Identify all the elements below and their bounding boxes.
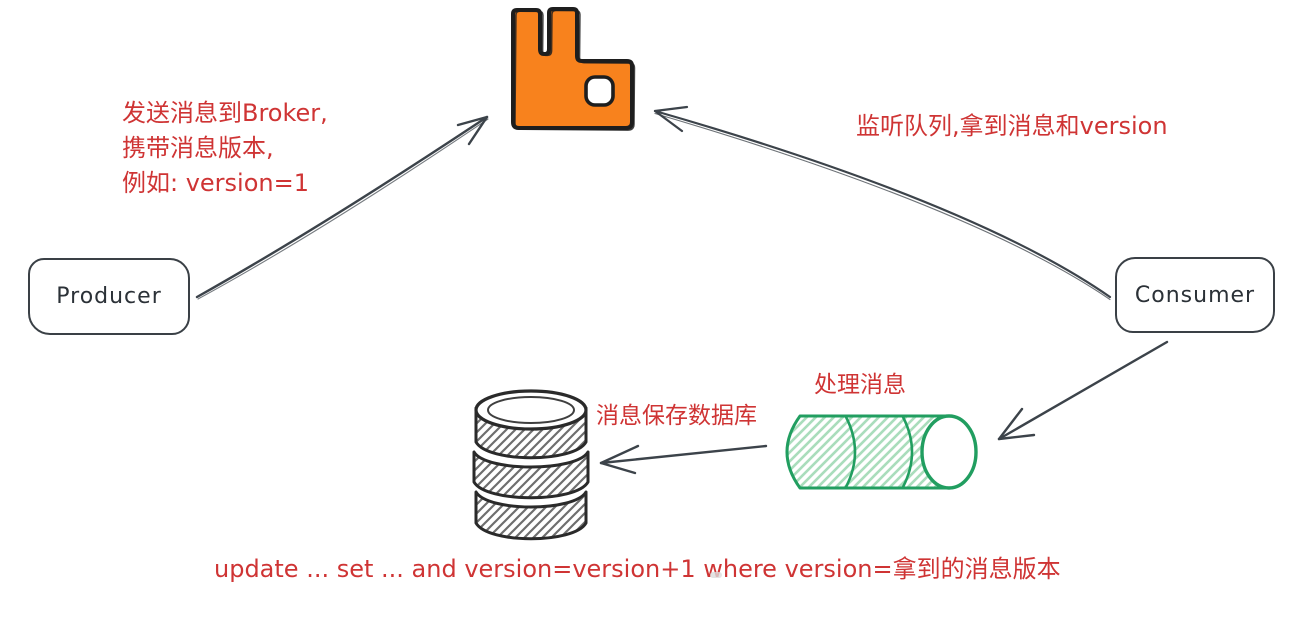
produce-annotation-line3: 例如: version=1 [122, 169, 309, 197]
produce-annotation-line2: 携带消息版本, [122, 134, 274, 162]
arrow-producer-to-broker [195, 115, 489, 300]
db-top-face-inner [487, 396, 575, 424]
arrowhead [653, 105, 689, 133]
rabbitmq-body-sketch-stroke [514, 9, 636, 131]
arrowhead [599, 444, 640, 475]
rabbitmq-body [511, 7, 634, 130]
update-sql-annotation: update ... set ... and version=version+1… [214, 555, 1061, 583]
arrowhead [456, 115, 489, 146]
arrow-queue-to-database [599, 444, 768, 475]
arrowhead [997, 407, 1036, 441]
save-to-database-annotation: 消息保存数据库 [596, 403, 757, 429]
queue-cylinder-icon [785, 414, 978, 490]
consume-annotation: 监听队列,拿到消息和version [856, 112, 1168, 140]
database-icon [472, 389, 590, 541]
rabbitmq-broker-icon [511, 7, 636, 131]
process-message-annotation: 处理消息 [814, 372, 906, 398]
arrow-consumer-to-broker [653, 105, 1112, 301]
arrow-consumer-to-queue [997, 340, 1169, 441]
consumer-label: Consumer [1134, 282, 1256, 308]
producer-node: Producer [28, 258, 190, 335]
consumer-node: Consumer [1115, 257, 1275, 333]
db-disk-3 [474, 490, 588, 541]
small-gray-dot [710, 572, 722, 578]
rabbitmq-hole [584, 75, 615, 107]
queue-open-end [920, 414, 978, 490]
db-disk-2 [472, 450, 590, 500]
queue-segment-divider-1 [844, 415, 857, 489]
queue-segment-divider-2 [901, 415, 914, 489]
producer-label: Producer [56, 284, 162, 309]
produce-annotation-line1: 发送消息到Broker, [122, 99, 328, 127]
produce-annotation: 发送消息到Broker, 携带消息版本, 例如: version=1 [122, 96, 328, 201]
